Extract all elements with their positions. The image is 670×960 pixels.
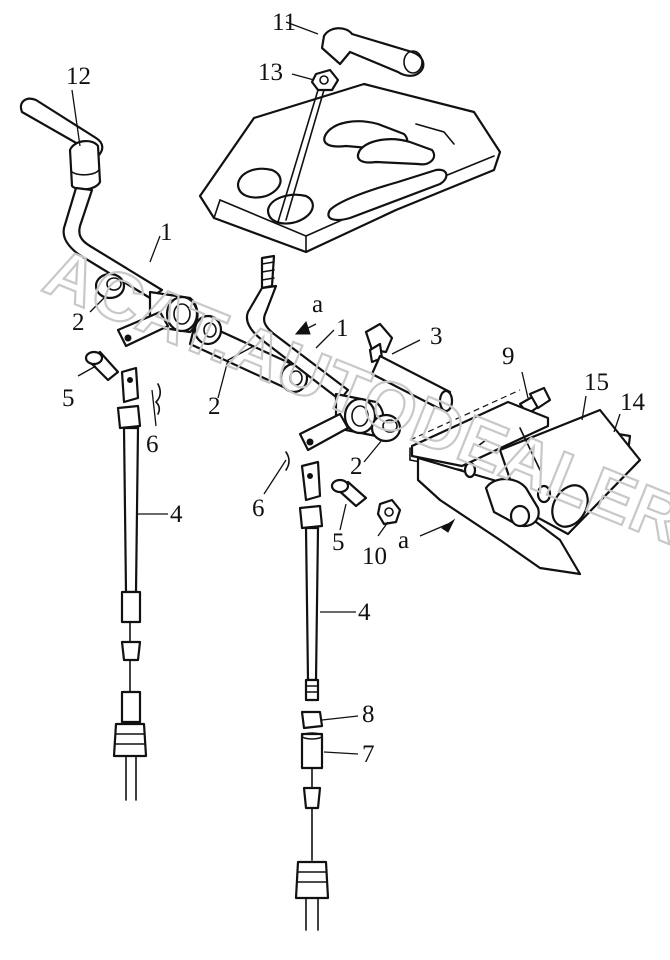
right-lever-nut — [310, 68, 340, 92]
callout-13: 13 — [258, 59, 283, 86]
callout-9: 9 — [502, 343, 515, 370]
callout-12: 12 — [66, 63, 91, 90]
right-lever-stem — [277, 89, 325, 223]
callout-2-right: 2 — [350, 453, 363, 480]
callout-6-left: 6 — [146, 431, 159, 458]
left-clip — [154, 383, 161, 415]
right-lever-handle — [320, 27, 425, 77]
right-lever-shaft — [245, 254, 350, 402]
left-lever-hub — [116, 290, 199, 348]
callout-4-right: 4 — [358, 599, 371, 626]
callout-7: 7 — [362, 741, 375, 768]
nut-8 — [300, 710, 324, 730]
callout-11: 11 — [272, 9, 296, 36]
right-control-rod — [298, 460, 324, 702]
callout-labels: 11 13 12 1 2 5 6 2 a 1 3 9 15 14 2 4 6 5… — [62, 9, 646, 768]
left-control-rod — [112, 366, 148, 801]
cross-shaft — [364, 322, 454, 413]
callout-5-left: 5 — [62, 385, 75, 412]
coupling-7 — [300, 732, 324, 770]
right-bushing — [370, 413, 402, 443]
right-cable-end — [294, 767, 330, 931]
callout-1-left: 1 — [160, 219, 173, 246]
left-bolt — [84, 350, 120, 382]
left-bushing — [94, 272, 126, 300]
callout-6-right: 6 — [252, 495, 265, 522]
callout-15: 15 — [584, 369, 609, 396]
callout-2-left: 2 — [72, 309, 85, 336]
callout-3: 3 — [430, 323, 443, 350]
bracket — [409, 389, 642, 576]
right-bolt — [330, 478, 368, 508]
callout-5-right: 5 — [332, 529, 345, 556]
callout-2-middle: 2 — [208, 393, 221, 420]
console-cover — [198, 82, 502, 254]
callout-1-right: 1 — [336, 315, 349, 342]
leader-lines — [71, 21, 621, 755]
left-lever-shaft — [62, 186, 164, 300]
left-lever-handle — [19, 97, 104, 191]
callout-a-bottom: a — [398, 527, 409, 554]
middle-shaft — [188, 314, 309, 394]
callout-10: 10 — [362, 543, 387, 570]
callout-4-left: 4 — [170, 501, 183, 528]
nut-10 — [376, 498, 402, 526]
callout-8: 8 — [362, 701, 375, 728]
right-clip — [285, 451, 290, 471]
callout-a-top: a — [312, 291, 323, 318]
callout-14: 14 — [620, 389, 646, 416]
